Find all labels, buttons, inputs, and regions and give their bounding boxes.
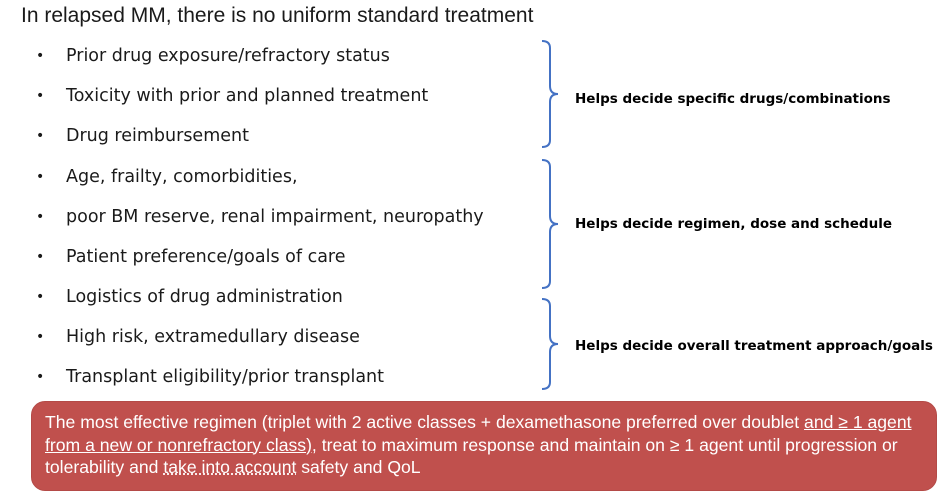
bullet-item: • Drug reimbursement bbox=[36, 123, 249, 149]
bullet-text: Drug reimbursement bbox=[66, 126, 249, 146]
bullet-icon: • bbox=[36, 209, 45, 225]
group-label-regimen: Helps decide regimen, dose and schedule bbox=[575, 216, 892, 232]
bullet-icon: • bbox=[36, 88, 45, 104]
bullet-text: High risk, extramedullary disease bbox=[66, 327, 360, 347]
bullet-icon: • bbox=[36, 249, 45, 265]
bullet-icon: • bbox=[36, 169, 45, 185]
bullet-text: Prior drug exposure/refractory status bbox=[66, 46, 390, 66]
callout-text: treat to maximum response and maintain o… bbox=[45, 434, 898, 478]
bullet-item: • Transplant eligibility/prior transplan… bbox=[36, 364, 384, 390]
bullet-list: • Prior drug exposure/refractory status … bbox=[0, 0, 560, 400]
bullet-item: • High risk, extramedullary disease bbox=[36, 324, 360, 350]
bullet-text: Patient preference/goals of care bbox=[66, 247, 346, 267]
bullet-icon: • bbox=[36, 369, 45, 385]
callout-text: safety and QoL bbox=[296, 457, 421, 477]
bullet-item: • Age, frailty, comorbidities, bbox=[36, 164, 298, 190]
bullet-text: Age, frailty, comorbidities, bbox=[66, 167, 298, 187]
callout-underlined-text: and ≥ 1 agent from a new or nonrefractor… bbox=[45, 412, 912, 455]
bullet-text: poor BM reserve, renal impairment, neuro… bbox=[66, 207, 484, 227]
bullet-item: • poor BM reserve, renal impairment, neu… bbox=[36, 204, 484, 230]
group-label-approach: Helps decide overall treatment approach/… bbox=[575, 338, 933, 354]
bullet-text: Logistics of drug administration bbox=[66, 287, 343, 307]
group-label-drugs: Helps decide specific drugs/combinations bbox=[575, 91, 891, 107]
bullet-text: Toxicity with prior and planned treatmen… bbox=[66, 86, 429, 106]
bullet-item: • Toxicity with prior and planned treatm… bbox=[36, 83, 428, 109]
bullet-icon: • bbox=[36, 128, 45, 144]
recommendation-callout: The most effective regimen (triplet with… bbox=[31, 401, 937, 491]
callout-text: The most effective regimen (triplet with… bbox=[45, 412, 805, 432]
right-brace-icon bbox=[530, 39, 570, 149]
bullet-icon: • bbox=[36, 329, 45, 345]
right-brace-icon bbox=[530, 158, 570, 290]
bullet-icon: • bbox=[36, 48, 45, 64]
bullet-item: • Patient preference/goals of care bbox=[36, 244, 346, 270]
right-brace-icon bbox=[530, 297, 570, 391]
bullet-item: • Prior drug exposure/refractory status bbox=[36, 43, 390, 69]
bullet-item: • Logistics of drug administration bbox=[36, 284, 343, 310]
slide-title: In relapsed MM, there is no uniform stan… bbox=[21, 4, 534, 27]
callout-dotted-text: take into account bbox=[163, 457, 297, 477]
bullet-text: Transplant eligibility/prior transplant bbox=[66, 367, 384, 387]
bullet-icon: • bbox=[36, 289, 45, 305]
